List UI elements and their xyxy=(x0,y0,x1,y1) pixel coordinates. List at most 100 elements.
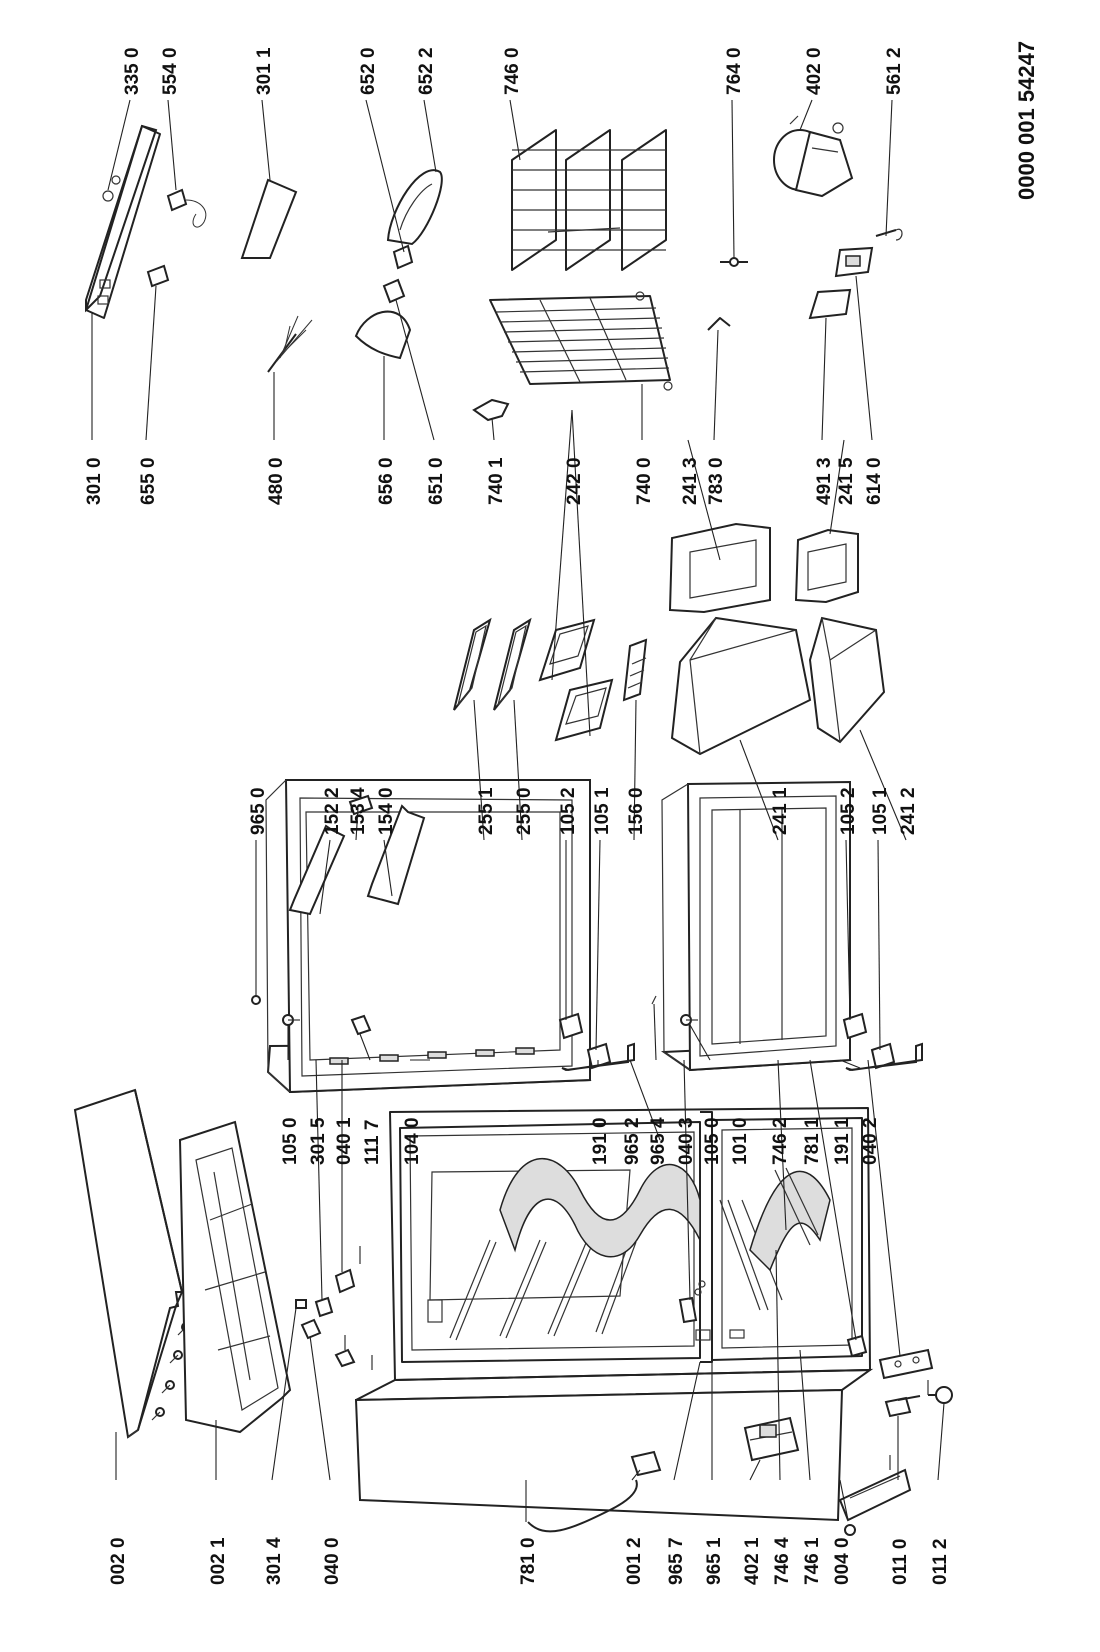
part-7811 xyxy=(846,1334,868,1358)
part-0012 xyxy=(630,1450,662,1477)
label-1040: 104 0 xyxy=(402,1117,423,1165)
label-7461: 746 1 xyxy=(802,1537,823,1585)
door-bins xyxy=(288,794,426,916)
hinge-parts-top xyxy=(295,1299,373,1370)
freezer-wire-shelves xyxy=(511,129,667,271)
label-5612: 561 2 xyxy=(884,47,905,95)
label-1052b: 105 2 xyxy=(838,787,859,835)
leader-lines xyxy=(91,99,945,1522)
label-0110: 011 0 xyxy=(890,1539,911,1586)
cover-plate-3011 xyxy=(240,178,298,259)
label-0112: 011 2 xyxy=(930,1539,951,1586)
label-9650: 965 0 xyxy=(248,787,269,835)
label-6550: 655 0 xyxy=(138,457,159,505)
drawer-front-2415 xyxy=(794,528,859,604)
wiring-harness xyxy=(267,315,313,373)
label-2420: 242 0 xyxy=(564,457,585,505)
label-4020: 402 0 xyxy=(804,47,825,95)
top-cover xyxy=(73,1088,184,1439)
evaporator xyxy=(489,291,673,391)
door-seal-1911 xyxy=(845,1042,923,1072)
label-9657: 965 7 xyxy=(666,1537,687,1585)
label-0012: 001 2 xyxy=(624,1537,645,1585)
switch-5540 xyxy=(166,188,207,228)
thermostat-box xyxy=(743,1416,800,1462)
label-6510: 651 0 xyxy=(426,457,447,505)
grid-insert xyxy=(622,638,648,702)
relay-6140 xyxy=(834,246,874,278)
fixed-foot xyxy=(928,1386,953,1404)
label-7464: 746 4 xyxy=(772,1537,793,1585)
bottom-rail xyxy=(838,1455,912,1536)
part-6550 xyxy=(146,264,170,288)
label-0403: 040 3 xyxy=(676,1117,697,1165)
middle-hinge xyxy=(678,1280,706,1324)
label-0040: 004 0 xyxy=(832,1537,853,1585)
label-9652: 965 2 xyxy=(622,1117,643,1165)
cabinet-body xyxy=(354,1107,874,1522)
label-0401: 040 1 xyxy=(334,1117,355,1165)
label-6560: 656 0 xyxy=(376,457,397,505)
label-7640: 764 0 xyxy=(724,47,745,95)
label-1911: 191 1 xyxy=(832,1117,853,1165)
label-1560: 156 0 xyxy=(626,787,647,835)
compressor xyxy=(773,115,854,198)
adjustable-foot xyxy=(884,1395,921,1418)
label-3350: 335 0 xyxy=(122,47,143,95)
drawer-front-2413 xyxy=(668,522,771,614)
part-5612 xyxy=(875,228,903,241)
small-boxes xyxy=(538,618,614,742)
crisper-drawer-lower xyxy=(808,616,886,744)
label-1010: 101 0 xyxy=(730,1117,751,1165)
label-2551: 255 1 xyxy=(476,787,497,835)
label-1050b: 105 0 xyxy=(702,1117,723,1165)
lamp-cover-6560 xyxy=(354,310,412,360)
label-1522: 152 2 xyxy=(322,787,343,835)
label-7401: 740 1 xyxy=(486,457,507,505)
label-1534: 153 4 xyxy=(348,787,369,835)
label-1117: 111 7 xyxy=(362,1120,383,1165)
bulb-6510 xyxy=(382,278,406,304)
crisper-drawer-upper xyxy=(670,616,812,756)
freezer-door xyxy=(660,780,852,1072)
screw-1050b xyxy=(680,1014,698,1026)
label-0400: 040 0 xyxy=(322,1537,343,1585)
label-3011: 301 1 xyxy=(254,47,275,95)
part-labels: 002 0 002 1 301 4 040 0 781 0 001 2 965 … xyxy=(84,41,1039,1585)
label-1052a: 105 2 xyxy=(558,787,579,835)
part-4913 xyxy=(808,288,852,320)
hinge-cap-1051b xyxy=(870,1042,896,1070)
label-0021: 002 1 xyxy=(208,1537,229,1585)
label-7400: 740 0 xyxy=(634,457,655,505)
hinge-cap-1051a xyxy=(586,1042,612,1070)
label-2412: 241 2 xyxy=(898,787,919,835)
part-1117 xyxy=(350,1014,372,1036)
label-0020: 002 0 xyxy=(108,1537,129,1585)
label-6522: 652 2 xyxy=(416,47,437,95)
upper-hinge xyxy=(314,1246,361,1318)
document-number: 0000 001 54247 xyxy=(1014,41,1039,200)
lamp-holder xyxy=(386,169,443,270)
part-7401 xyxy=(472,398,510,422)
label-1540: 154 0 xyxy=(376,787,397,835)
label-6140: 614 0 xyxy=(864,457,885,505)
label-1051a: 105 1 xyxy=(592,787,613,835)
label-0402: 040 2 xyxy=(860,1117,881,1165)
label-2415: 241 5 xyxy=(836,457,857,505)
label-1051b: 105 1 xyxy=(870,787,891,835)
bottom-hinge xyxy=(878,1348,934,1395)
part-9650 xyxy=(251,995,261,1005)
label-2413: 241 3 xyxy=(680,457,701,505)
label-7460: 746 0 xyxy=(502,47,523,95)
label-7810: 781 0 xyxy=(518,1537,539,1585)
label-7462: 746 2 xyxy=(770,1117,791,1165)
drain-tube xyxy=(527,1479,638,1533)
part-7830 xyxy=(707,317,731,331)
label-9651: 965 1 xyxy=(704,1537,725,1585)
label-6520: 652 0 xyxy=(358,47,379,95)
fridge-door xyxy=(265,779,592,1094)
label-3014: 301 4 xyxy=(264,1537,285,1585)
part-7640 xyxy=(720,257,748,267)
